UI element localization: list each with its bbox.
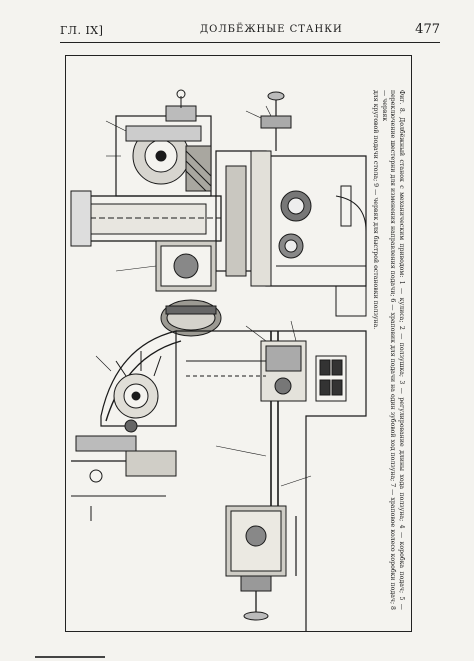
- upper-view: [70, 89, 367, 337]
- figure-caption: Фиг. 8. Долбёжный станок с механическим …: [365, 90, 406, 610]
- lower-view: [71, 320, 367, 631]
- running-head: ГЛ. IX] ДОЛБЁЖНЫЕ СТАНКИ 477: [60, 22, 440, 43]
- page-number: 477: [415, 22, 440, 37]
- footer-rule: [35, 656, 105, 658]
- figure-frame: [65, 55, 412, 632]
- page-title: ДОЛБЁЖНЫЕ СТАНКИ: [200, 24, 343, 35]
- technical-drawing: [70, 89, 367, 631]
- figure-caption-text: Фиг. 8. Долбёжный станок с механическим …: [371, 90, 406, 610]
- caption-line-2: для круговой подачи стола; 9 — червяк дл…: [372, 90, 380, 330]
- chapter-label: ГЛ. IX]: [60, 24, 104, 37]
- caption-line-1: Фиг. 8. Долбёжный станок с механическим …: [381, 90, 405, 610]
